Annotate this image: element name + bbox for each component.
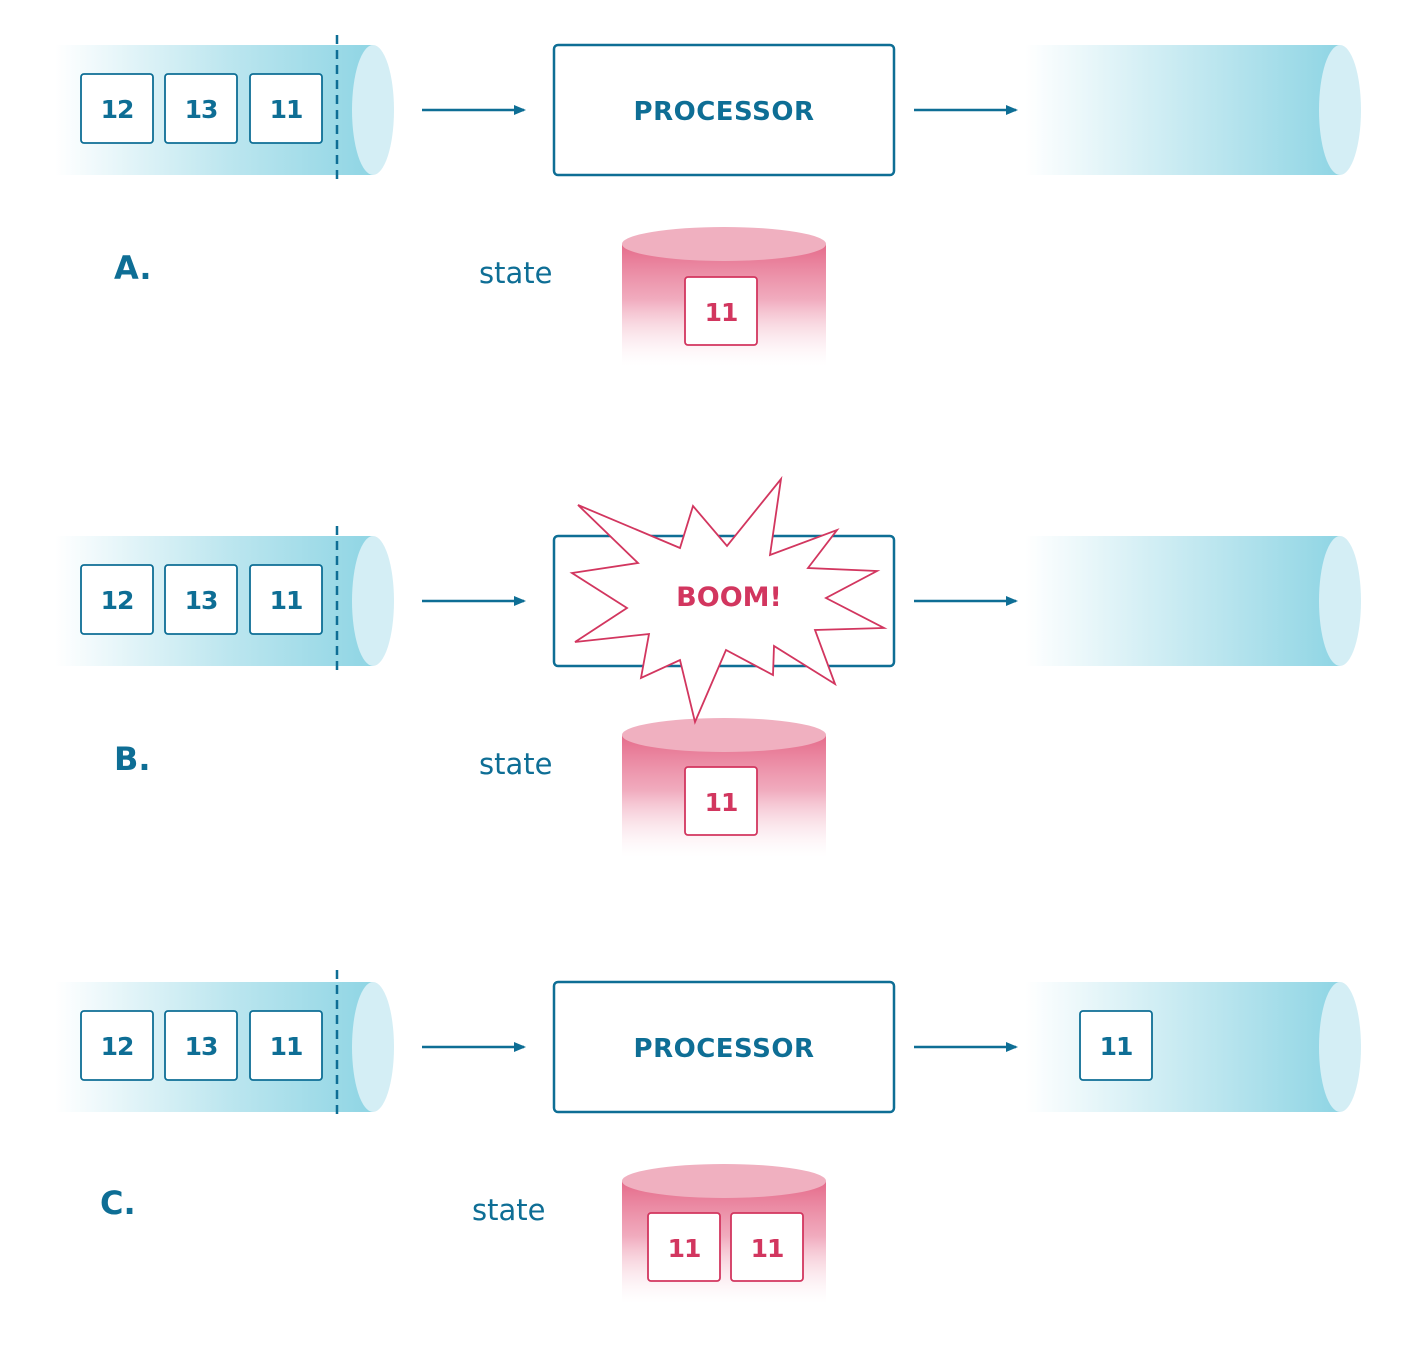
input-topic: 12 13 11 (55, 970, 394, 1120)
input-message: 12 (80, 564, 154, 635)
input-message-value: 12 (101, 586, 134, 615)
output-message-value: 11 (1100, 1032, 1133, 1061)
state-message-value: 11 (705, 788, 738, 817)
input-message: 13 (164, 564, 238, 635)
state-store: 11 (622, 718, 826, 857)
input-message: 12 (80, 73, 154, 144)
input-message-value: 13 (185, 95, 218, 124)
input-message-value: 13 (185, 586, 218, 615)
input-message: 11 (249, 73, 323, 144)
input-topic: 12 13 11 (55, 35, 394, 185)
input-message: 11 (249, 1010, 323, 1081)
output-topic (1025, 45, 1361, 175)
crash-text: BOOM! (676, 582, 782, 613)
state-message: 11 (684, 766, 758, 836)
state-message: 11 (730, 1212, 804, 1282)
state-store: 11 (622, 227, 826, 366)
scene-label: B. (114, 740, 151, 778)
state-label: state (479, 256, 552, 290)
scene-b: 12 13 11 B. state 11 (55, 475, 1361, 857)
output-message: 11 (1079, 1010, 1153, 1081)
input-message-value: 11 (270, 1032, 303, 1061)
state-store: 11 11 (622, 1164, 826, 1303)
state-store-top (622, 1164, 826, 1198)
processor-label: PROCESSOR (634, 1034, 815, 1064)
processor: PROCESSOR (552, 43, 896, 177)
input-message-value: 12 (101, 1032, 134, 1061)
input-message-value: 11 (270, 95, 303, 124)
explosion-icon: BOOM! (569, 475, 888, 725)
state-label: state (479, 747, 552, 781)
scene-label: A. (114, 249, 152, 287)
state-message-value: 11 (751, 1234, 784, 1263)
input-message-value: 13 (185, 1032, 218, 1061)
input-message-value: 12 (101, 95, 134, 124)
input-topic: 12 13 11 (55, 526, 394, 676)
input-message: 13 (164, 73, 238, 144)
input-topic-end-cap (352, 982, 394, 1112)
input-topic-end-cap (352, 536, 394, 666)
state-store-top (622, 718, 826, 752)
output-topic: 11 (1025, 982, 1361, 1112)
state-message-value: 11 (705, 298, 738, 327)
state-store-top (622, 227, 826, 261)
output-topic-end-cap (1319, 536, 1361, 666)
state-message: 11 (647, 1212, 721, 1282)
input-message: 13 (164, 1010, 238, 1081)
scene-c: 12 13 11 PROCESSOR 11 C. state (55, 970, 1361, 1303)
scene-a: 12 13 11 PROCESSOR A. state (55, 35, 1361, 366)
output-topic-end-cap (1319, 982, 1361, 1112)
input-message-value: 11 (270, 586, 303, 615)
scene-label: C. (100, 1184, 136, 1222)
processor: PROCESSOR (552, 980, 896, 1114)
output-topic-end-cap (1319, 45, 1361, 175)
state-message: 11 (684, 276, 758, 346)
input-topic-end-cap (352, 45, 394, 175)
input-message: 11 (249, 564, 323, 635)
state-label: state (472, 1193, 545, 1227)
processor-label: PROCESSOR (634, 97, 815, 127)
state-message-value: 11 (668, 1234, 701, 1263)
output-topic (1025, 536, 1361, 666)
input-message: 12 (80, 1010, 154, 1081)
